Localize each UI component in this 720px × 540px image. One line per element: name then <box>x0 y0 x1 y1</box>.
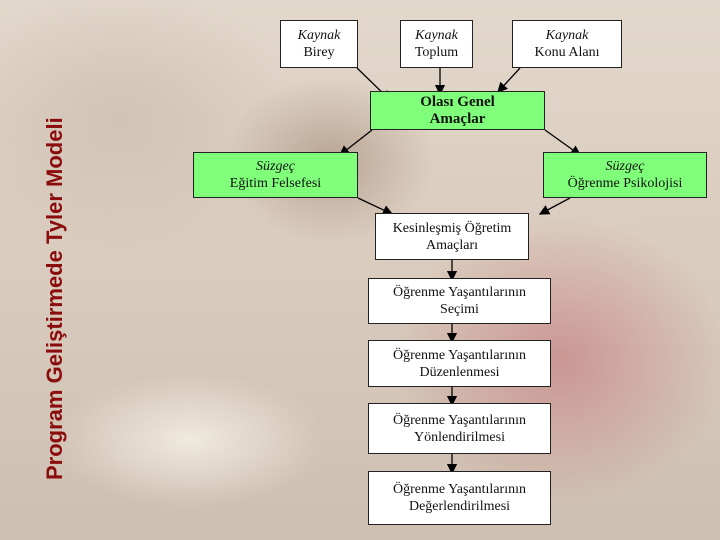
arrow-genel-left <box>338 129 373 156</box>
arrow-genel-right <box>544 129 582 156</box>
arrow-konu <box>497 67 521 93</box>
filter-kind-label: Süzgeç <box>256 159 295 174</box>
source-konu-box: Kaynak Konu Alanı <box>512 20 622 68</box>
filter-psikoloji-box: Süzgeç Öğrenme Psikolojisi <box>543 152 707 198</box>
filter-name-label: Öğrenme Psikolojisi <box>567 176 683 191</box>
source-kind-label: Kaynak <box>297 28 341 43</box>
source-name-label: Konu Alanı <box>534 45 600 60</box>
source-kind-label: Kaynak <box>415 28 458 43</box>
step-label-1: Kesinleşmiş Öğretim Amaçları <box>392 220 512 253</box>
filter-felsefe-box: Süzgeç Eğitim Felsefesi <box>193 152 358 198</box>
step-box-1: Kesinleşmiş Öğretim Amaçları <box>375 213 529 260</box>
step-label-2: Öğrenme Yaşantılarının Seçimi <box>393 285 526 317</box>
step-label-5: Öğrenme Yaşantılarının Değerlendirilmesi <box>393 482 526 514</box>
step-box-4: Öğrenme Yaşantılarının Yönlendirilmesi <box>368 403 551 454</box>
step-label-3: Öğrenme Yaşantılarının Düzenlenmesi <box>393 347 526 380</box>
general-goals-label: Olası Genel Amaçlar <box>420 93 495 127</box>
arrow-psikoloji <box>538 197 571 215</box>
step-box-2: Öğrenme Yaşantılarının Seçimi <box>368 278 551 324</box>
filter-kind-label: Süzgeç <box>605 159 645 174</box>
general-goals-box: Olası Genel Amaçlar <box>370 91 545 130</box>
arrow-felsefe <box>357 197 394 215</box>
step-box-5: Öğrenme Yaşantılarının Değerlendirilmesi <box>368 471 551 525</box>
source-name-label: Birey <box>303 45 335 60</box>
source-kind-label: Kaynak <box>545 28 589 43</box>
source-name-label: Toplum <box>414 45 459 60</box>
filter-name-label: Eğitim Felsefesi <box>229 176 322 191</box>
source-birey-box: Kaynak Birey <box>280 20 358 68</box>
step-box-3: Öğrenme Yaşantılarının Düzenlenmesi <box>368 340 551 387</box>
source-toplum-box: Kaynak Toplum <box>400 20 473 68</box>
step-label-4: Öğrenme Yaşantılarının Yönlendirilmesi <box>393 412 526 445</box>
